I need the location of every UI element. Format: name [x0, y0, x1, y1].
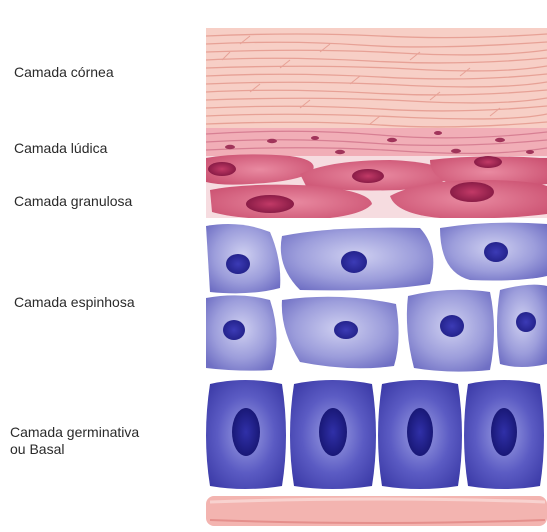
- stratum-spinosum: [206, 218, 547, 376]
- cell-nucleus-icon: [319, 408, 347, 456]
- cell-nucleus-icon: [341, 251, 367, 273]
- label-camada-cornea: Camada córnea: [14, 64, 114, 81]
- cell-nucleus-icon: [491, 408, 517, 456]
- stratum-granulosum: [206, 154, 547, 220]
- cell-nucleus-icon: [232, 408, 260, 456]
- label-camada-espinhosa: Camada espinhosa: [14, 294, 135, 311]
- stratum-corneum: [206, 28, 547, 132]
- cell-nucleus-icon: [246, 195, 294, 213]
- stratum-basale: [206, 376, 547, 494]
- label-camada-ludica: Camada lúdica: [14, 140, 107, 157]
- label-germinativa-line2: ou Basal: [10, 441, 139, 458]
- label-camada-granulosa: Camada granulosa: [14, 193, 132, 210]
- cell-nucleus-icon: [334, 321, 358, 339]
- label-camada-germinativa: Camada germinativa ou Basal: [10, 424, 139, 458]
- cell-nucleus-icon: [474, 156, 502, 168]
- cell-nucleus-icon: [407, 408, 433, 456]
- label-germinativa-line1: Camada germinativa: [10, 424, 139, 441]
- cell-nucleus-icon: [440, 315, 464, 337]
- cell-nucleus-icon: [223, 320, 245, 340]
- cell-nucleus-icon: [450, 182, 494, 202]
- cell-nucleus-icon: [226, 254, 250, 274]
- cell-nucleus-icon: [208, 162, 236, 176]
- cell-nucleus-icon: [484, 242, 508, 262]
- cell-nucleus-icon: [352, 169, 384, 183]
- cell-nucleus-icon: [516, 312, 536, 332]
- stratum-lucidum: [206, 128, 547, 158]
